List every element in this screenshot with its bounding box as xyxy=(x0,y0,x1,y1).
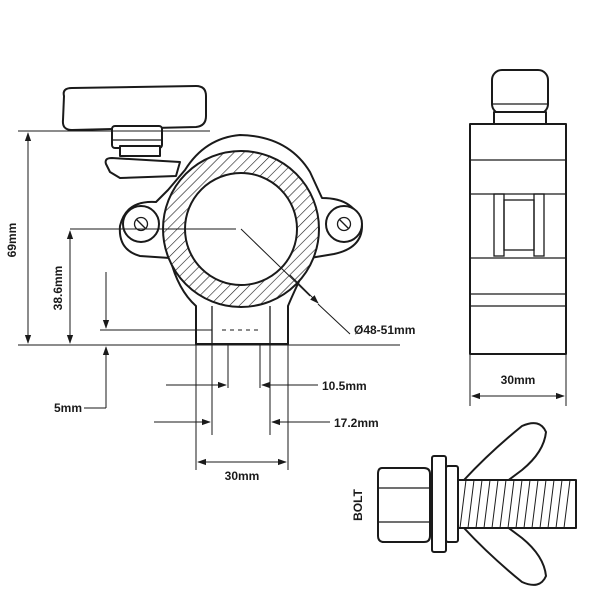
bolt-hex-head xyxy=(377,467,431,543)
side-body xyxy=(469,123,567,355)
dim-gap-label: 5mm xyxy=(54,401,82,415)
bolt-washer xyxy=(431,455,447,553)
bolt-thread xyxy=(459,479,571,529)
dim-slot-outer-label: 17.2mm xyxy=(334,416,379,430)
side-knob xyxy=(491,69,549,115)
bolt-assembly: BOLT xyxy=(351,422,577,586)
dim-height-center-label: 38.6mm xyxy=(51,266,65,311)
dim-slot-inner: 10.5mm xyxy=(166,379,367,393)
dim-side-width-label: 30mm xyxy=(501,373,536,387)
side-stem xyxy=(493,111,547,125)
side-view xyxy=(469,69,567,406)
side-slot-center xyxy=(503,199,535,251)
lever-arm xyxy=(104,157,181,179)
right-pivot-pin xyxy=(336,216,352,232)
dim-tube-diameter-label: Ø48-51mm xyxy=(354,323,415,337)
knob-stem xyxy=(111,125,163,149)
dim-base-width-label: 30mm xyxy=(225,469,260,483)
left-pivot-pin xyxy=(133,216,149,232)
dim-height-total: 69mm xyxy=(5,132,32,344)
bolt-label: BOLT xyxy=(351,488,365,520)
dim-height-center: 38.6mm xyxy=(51,230,74,344)
dim-side-width: 30mm xyxy=(471,373,565,400)
dim-height-total-label: 69mm xyxy=(5,223,19,258)
dim-tube-diameter: Ø48-51mm xyxy=(240,228,415,337)
wing-knob xyxy=(61,85,207,131)
threaded-stem xyxy=(119,145,161,157)
dim-base-width: 30mm xyxy=(197,458,287,483)
front-view xyxy=(18,85,400,470)
dim-gap: 5mm xyxy=(54,272,110,415)
dim-slot-outer: 17.2mm xyxy=(154,416,379,430)
dim-slot-inner-label: 10.5mm xyxy=(322,379,367,393)
bolt-spacer xyxy=(445,465,459,543)
